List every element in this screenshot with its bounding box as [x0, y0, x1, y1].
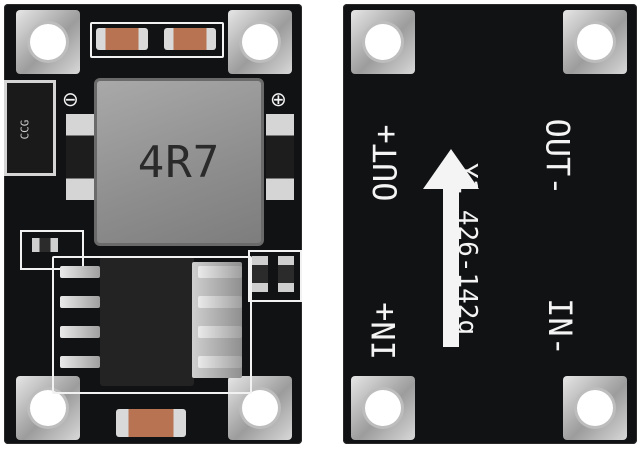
- board-code: Y1 426-142g: [452, 162, 483, 336]
- pcb-front: CCG ⊖ ⊕ 4R7: [4, 4, 302, 444]
- arrow-up-icon: [423, 149, 479, 347]
- inductor-terminal-right: [266, 114, 294, 200]
- ic-pin-2: [60, 296, 100, 308]
- smd-part-right-2: [278, 256, 294, 292]
- inductor-marking: 4R7: [137, 136, 221, 188]
- silkscreen-outline-right: [248, 250, 302, 302]
- inductor-terminal-left: [66, 114, 94, 200]
- capacitor-top-right: [164, 28, 216, 50]
- ic-pin-3: [60, 326, 100, 338]
- inductor: 4R7: [94, 78, 264, 246]
- regulator-ic: [100, 256, 194, 386]
- mount-pad-bottom-left: [16, 376, 80, 440]
- mount-pad-back-bottom-right: [563, 376, 627, 440]
- diode: CCG: [4, 80, 56, 176]
- capacitor-bottom: [116, 409, 186, 437]
- silkscreen-outline-ic: [52, 256, 252, 394]
- silkscreen-outline-caps: [90, 22, 224, 58]
- mount-pad-back-top-right: [563, 10, 627, 74]
- ic-pin-5: [198, 266, 242, 278]
- label-in-minus: IN-: [540, 298, 579, 356]
- pcb-back: OUT+ OUT- IN+ IN- Y1 426-142g: [343, 4, 637, 444]
- ic-pin-4: [60, 356, 100, 368]
- plus-symbol: ⊕: [270, 89, 287, 111]
- mount-pad-back-bottom-left: [351, 376, 415, 440]
- ic-pin-7: [198, 326, 242, 338]
- mount-pad-top-right: [228, 10, 292, 74]
- label-out-plus: OUT+: [366, 124, 405, 202]
- ic-pin-6: [198, 296, 242, 308]
- label-out-minus: OUT-: [538, 118, 577, 196]
- mount-pad-back-top-left: [351, 10, 415, 74]
- mount-pad-top-left: [16, 10, 80, 74]
- smd-resistor-left: [32, 238, 58, 252]
- diode-marking: CCG: [18, 119, 32, 140]
- minus-symbol: ⊖: [62, 89, 79, 111]
- smd-part-right-1: [252, 256, 268, 292]
- mount-pad-bottom-right: [228, 376, 292, 440]
- ic-pin-8: [198, 356, 242, 368]
- capacitor-top-left: [96, 28, 148, 50]
- ic-pin-1: [60, 266, 100, 278]
- label-in-plus: IN+: [364, 302, 403, 360]
